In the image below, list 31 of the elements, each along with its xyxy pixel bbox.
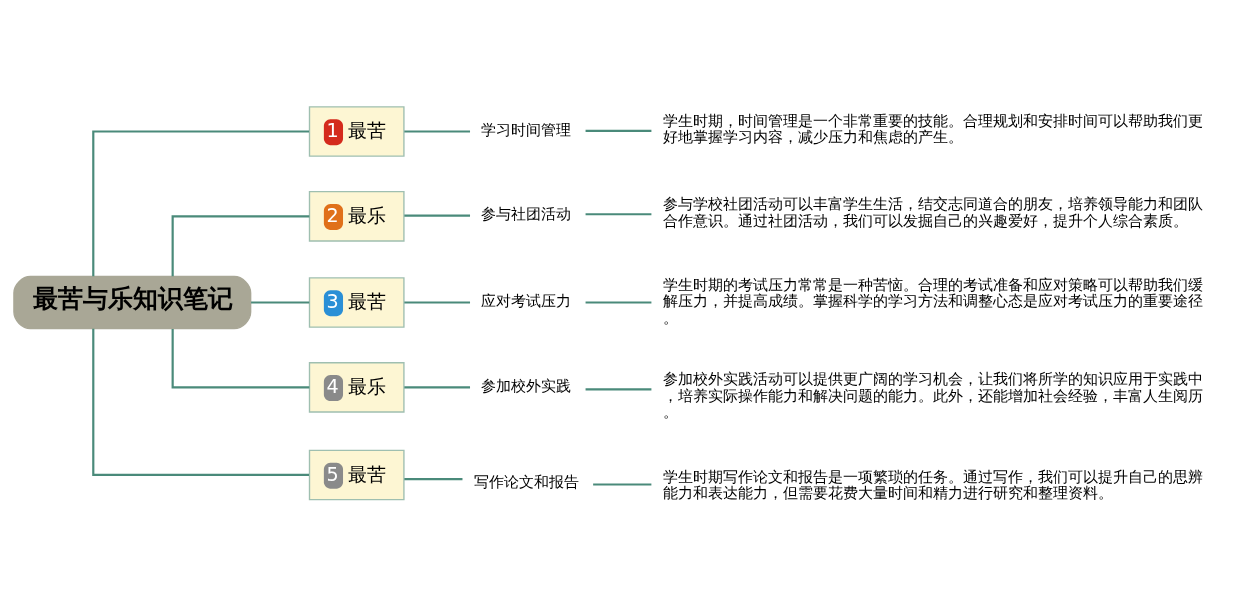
connector	[593, 482, 652, 486]
node-text: 参加校外实践	[481, 376, 572, 395]
node-text: 写作论文和报告	[473, 472, 579, 491]
node-box: 2 最乐	[308, 190, 405, 242]
node-text: 学生时期写作论文和报告是一项繁琐的任务。通过写作，我们可以提升自己的思辨能力和表达能力，但需要花费大量时间和精力进行研究和整理资料。	[662, 467, 1203, 502]
node-box: 5 最苦	[308, 449, 405, 500]
node-box: 最苦与乐知识笔记	[13, 275, 252, 329]
connector	[585, 300, 652, 304]
connector	[171, 328, 310, 388]
connector	[404, 477, 463, 480]
node-box: 4 最乐	[308, 361, 405, 413]
connector	[404, 300, 471, 304]
node-text: 学生时期的考试压力常常是一种苦恼。合理的考试准备和应对策略可以帮助我们缓解压力，并提高成绩。掌握科学的学习方法和调整心态是应对考试压力的重要途径。	[662, 275, 1203, 327]
connector	[92, 328, 309, 476]
connector	[251, 300, 310, 304]
node-text: 参与学校社团活动可以丰富学生生活，结交志同道合的朋友，培养领导能力和团队合作意识。通过社团活动，我们可以发掘自己的兴趣爱好，提升个人综合素质。	[662, 194, 1203, 230]
node-text: 参加校外实践活动可以提供更广阔的学习机会，让我们将所学的知识应用于实践中，培养实际操作能力和解决问题的能力。此外，还能增加社会经验，丰富人生阅历。	[662, 369, 1203, 421]
node-text: 应对考试压力	[481, 291, 572, 310]
connector	[404, 385, 471, 388]
node-box: 1 最苦	[308, 105, 405, 157]
node-box: 3 最苦	[308, 276, 405, 328]
connector	[585, 129, 652, 132]
connector	[92, 129, 309, 276]
node-text: 学生时期，时间管理是一个非常重要的技能。合理规划和安排时间可以帮助我们更好地掌握学习内容，减少压力和焦虑的产生。	[662, 111, 1203, 146]
connector	[171, 214, 310, 276]
connector	[585, 212, 652, 215]
connector	[585, 387, 652, 390]
node-text: 参与社团活动	[481, 204, 572, 223]
connector	[404, 129, 471, 133]
node-text: 学习时间管理	[481, 120, 572, 139]
connector	[404, 214, 471, 217]
